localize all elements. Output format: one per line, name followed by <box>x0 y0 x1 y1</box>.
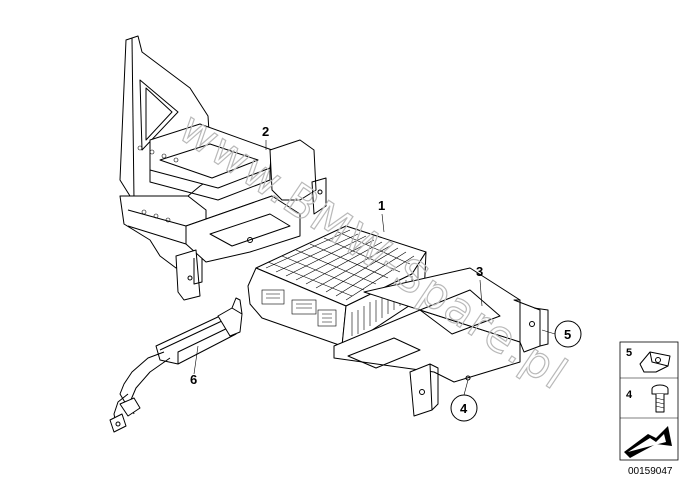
callouts: 2 1 3 6 5 4 <box>190 124 582 422</box>
callout-5: 5 <box>564 327 571 342</box>
document-number: 00159047 <box>628 466 673 477</box>
legend-panel: 5 4 <box>619 341 679 461</box>
legend-label-5: 5 <box>626 347 632 359</box>
upper-bracket-drawing <box>119 35 327 301</box>
legend-label-4: 4 <box>626 389 633 401</box>
callout-4: 4 <box>460 401 468 416</box>
radio-unit-drawing <box>247 225 427 347</box>
callout-3: 3 <box>476 264 483 279</box>
clip-nut-icon <box>639 351 671 373</box>
callout-1: 1 <box>378 198 385 213</box>
antenna-amplifier-drawing <box>109 297 243 433</box>
arrow-icon <box>624 426 672 458</box>
callout-6: 6 <box>190 372 197 387</box>
callout-2: 2 <box>262 124 269 139</box>
lower-bracket-drawing <box>333 267 549 417</box>
screw-icon <box>651 384 669 413</box>
